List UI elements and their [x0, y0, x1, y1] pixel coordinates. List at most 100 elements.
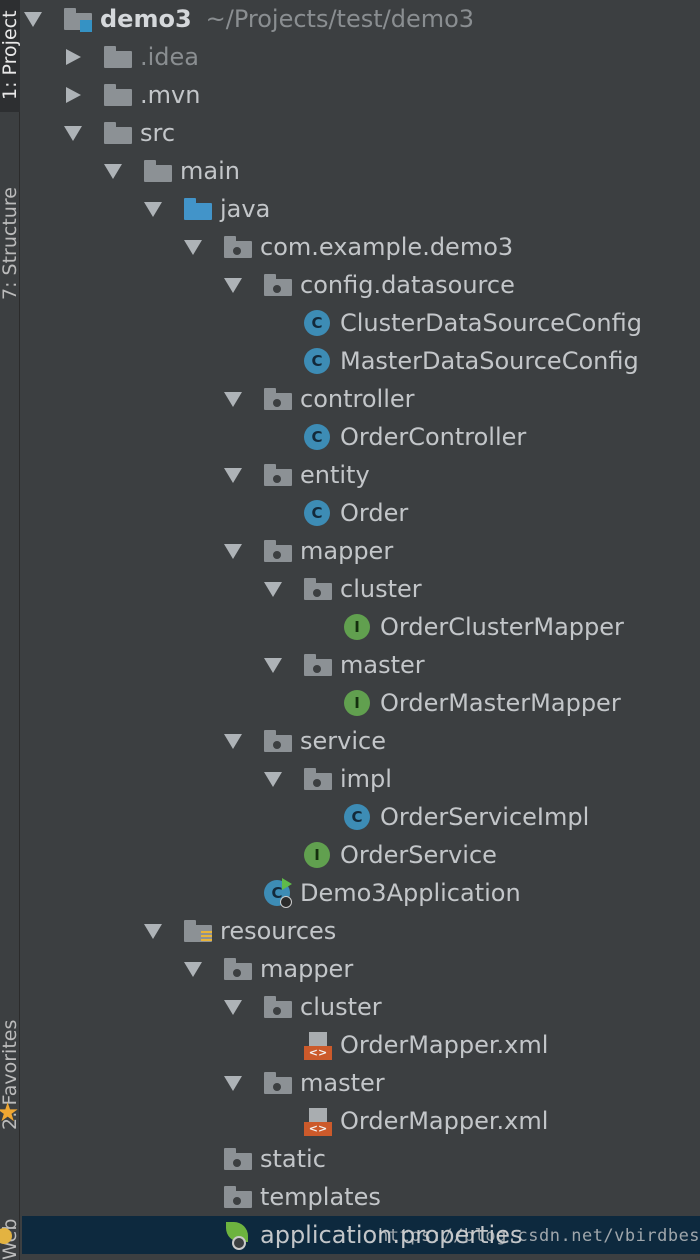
tree-row[interactable]: java — [22, 190, 700, 228]
chevron-down-icon[interactable] — [224, 278, 242, 293]
tree-row[interactable]: static — [22, 1140, 700, 1178]
tree-row[interactable]: impl — [22, 760, 700, 798]
chevron-down-icon[interactable] — [224, 734, 242, 749]
package-icon — [304, 654, 332, 676]
tree-row[interactable]: .mvn — [22, 76, 700, 114]
interface-icon: I — [344, 690, 370, 716]
tree-row[interactable]: C OrderController — [22, 418, 700, 456]
chevron-down-icon[interactable] — [224, 392, 242, 407]
tree-row[interactable]: resources — [22, 912, 700, 950]
tree-row[interactable]: controller — [22, 380, 700, 418]
package-icon — [264, 1072, 292, 1094]
tree-row[interactable]: I OrderService — [22, 836, 700, 874]
tree-row[interactable]: C Demo3Application — [22, 874, 700, 912]
chevron-down-icon[interactable] — [64, 126, 82, 141]
tree-row-label: controller — [300, 385, 415, 413]
project-name: demo3 — [100, 5, 192, 33]
tree-row[interactable]: <> OrderMapper.xml — [22, 1102, 700, 1140]
tree-row-label: main — [180, 157, 240, 185]
package-icon — [224, 958, 252, 980]
tree-row-label: impl — [340, 765, 392, 793]
folder-icon — [104, 46, 132, 68]
tree-row-label: service — [300, 727, 386, 755]
tree-row[interactable]: main — [22, 152, 700, 190]
tree-row-label: OrderMapper.xml — [340, 1107, 549, 1135]
tree-row-root[interactable]: demo3 ~/Projects/test/demo3 — [22, 0, 700, 38]
tree-row-label: Order — [340, 499, 409, 527]
tree-row-label: .mvn — [140, 81, 201, 109]
tree-row-label: entity — [300, 461, 370, 489]
chevron-down-icon[interactable] — [144, 924, 162, 939]
tree-row[interactable]: .idea — [22, 38, 700, 76]
chevron-down-icon[interactable] — [184, 240, 202, 255]
tree-row-label: resources — [220, 917, 337, 945]
tree-row-label: OrderClusterMapper — [380, 613, 624, 641]
tree-row-selected[interactable]: application.properties — [22, 1216, 700, 1254]
chevron-down-icon[interactable] — [264, 772, 282, 787]
class-letter: C — [271, 884, 283, 902]
tree-row[interactable]: master — [22, 1064, 700, 1102]
xml-file-icon: <> — [304, 1108, 332, 1136]
tree-row[interactable]: service — [22, 722, 700, 760]
tree-row[interactable]: src — [22, 114, 700, 152]
chevron-right-icon[interactable] — [66, 87, 81, 103]
package-icon — [304, 578, 332, 600]
globe-icon — [0, 1228, 12, 1244]
tree-row-label: OrderService — [340, 841, 497, 869]
tree-row[interactable]: C OrderServiceImpl — [22, 798, 700, 836]
tab-structure[interactable]: 7: Structure — [0, 140, 21, 300]
tree-row-label: OrderServiceImpl — [380, 803, 590, 831]
chevron-down-icon[interactable] — [144, 202, 162, 217]
tree-row[interactable]: <> OrderMapper.xml — [22, 1026, 700, 1064]
tab-structure-label: 7: Structure — [0, 187, 21, 300]
tree-row[interactable]: master — [22, 646, 700, 684]
chevron-right-icon[interactable] — [66, 49, 81, 65]
interface-icon: I — [304, 842, 330, 868]
package-icon — [264, 388, 292, 410]
chevron-down-icon[interactable] — [224, 468, 242, 483]
tree-row[interactable]: C ClusterDataSourceConfig — [22, 304, 700, 342]
xml-file-icon: <> — [304, 1032, 332, 1060]
chevron-down-icon[interactable] — [224, 1076, 242, 1091]
tree-row-label: java — [220, 195, 271, 223]
chevron-down-icon[interactable] — [24, 12, 42, 27]
folder-icon — [104, 84, 132, 106]
tree-row[interactable]: mapper — [22, 532, 700, 570]
class-icon: C — [304, 500, 330, 526]
source-folder-icon — [184, 198, 212, 220]
chevron-down-icon[interactable] — [264, 658, 282, 673]
chevron-down-icon[interactable] — [184, 962, 202, 977]
tree-row[interactable]: cluster — [22, 570, 700, 608]
chevron-down-icon[interactable] — [104, 164, 122, 179]
tree-row[interactable]: entity — [22, 456, 700, 494]
tree-row-label: Demo3Application — [300, 879, 521, 907]
package-icon — [264, 274, 292, 296]
chevron-down-icon[interactable] — [224, 544, 242, 559]
tree-row-label: mapper — [300, 537, 394, 565]
tree-row[interactable]: templates — [22, 1178, 700, 1216]
watermark: https://blog.csdn.net/vbirdbest — [378, 1226, 700, 1246]
tab-project-label: 1: Project — [0, 10, 21, 100]
tree-row[interactable]: I OrderClusterMapper — [22, 608, 700, 646]
package-icon — [264, 996, 292, 1018]
project-tree[interactable]: demo3 ~/Projects/test/demo3 .idea .mvn sr… — [22, 0, 700, 1260]
tree-row[interactable]: config.datasource — [22, 266, 700, 304]
tree-row[interactable]: cluster — [22, 988, 700, 1026]
tree-row[interactable]: C Order — [22, 494, 700, 532]
tree-row[interactable]: mapper — [22, 950, 700, 988]
chevron-down-icon[interactable] — [224, 1000, 242, 1015]
tree-row-label: static — [260, 1145, 326, 1173]
tab-project[interactable]: 1: Project — [0, 0, 21, 112]
tree-row[interactable]: com.example.demo3 — [22, 228, 700, 266]
tree-row[interactable]: I OrderMasterMapper — [22, 684, 700, 722]
package-icon — [224, 1186, 252, 1208]
tree-row[interactable]: C MasterDataSourceConfig — [22, 342, 700, 380]
module-folder-icon — [64, 8, 92, 32]
class-icon: C — [304, 348, 330, 374]
power-icon — [280, 896, 292, 908]
class-icon: C — [304, 310, 330, 336]
class-icon: C — [304, 424, 330, 450]
tree-row-label: com.example.demo3 — [260, 233, 514, 261]
chevron-down-icon[interactable] — [264, 582, 282, 597]
project-path: ~/Projects/test/demo3 — [205, 5, 475, 33]
